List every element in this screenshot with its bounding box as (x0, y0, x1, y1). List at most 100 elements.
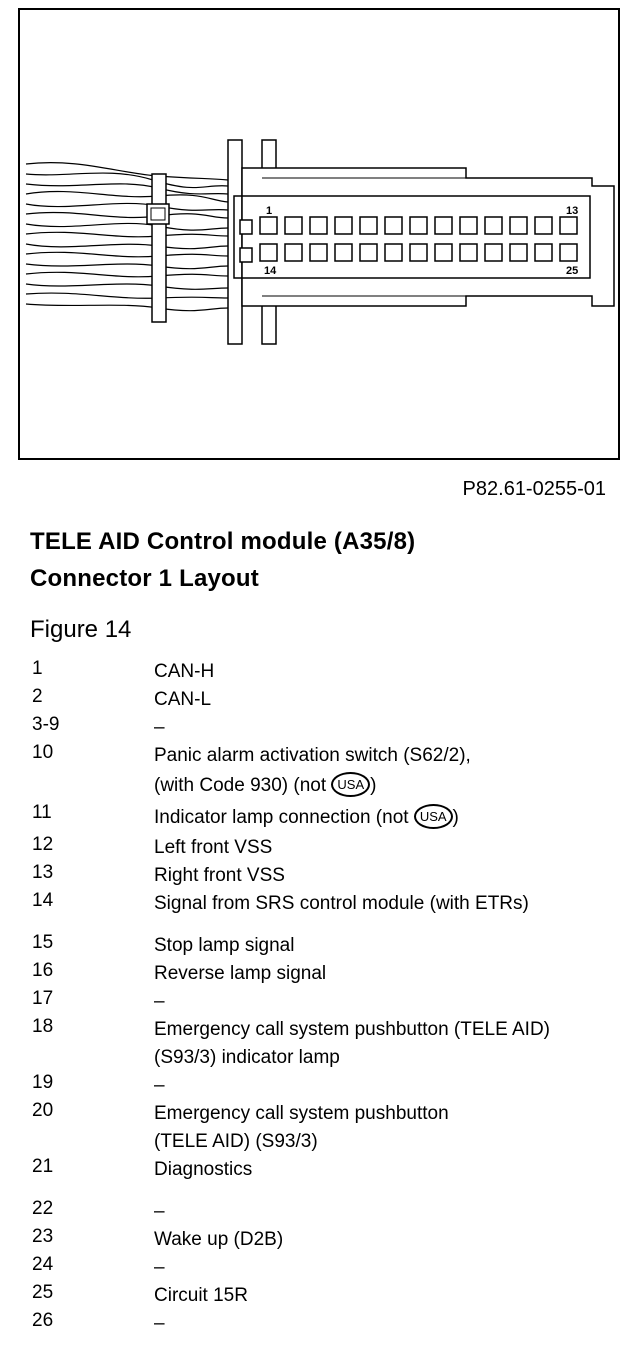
usa-badge: USA (331, 772, 371, 797)
pin-number: 11 (32, 802, 52, 823)
pin-label-13: 13 (566, 205, 578, 217)
pin-description: – (154, 1201, 165, 1222)
pin-description: (S93/3) indicator lamp (154, 1047, 340, 1068)
pin-row: 26 – (32, 1310, 622, 1338)
pin-description: CAN-H (154, 661, 215, 682)
module-title: TELE AID Control module (A35/8) (30, 528, 416, 555)
pin-cavity (334, 216, 353, 235)
pin-cavity (434, 243, 453, 262)
pin-cavity (559, 243, 578, 262)
pin-row: 18 Emergency call system pushbutton (TELE… (32, 1016, 622, 1072)
pin-cavity (409, 243, 428, 262)
pin-description: (TELE AID) (S93/3) (154, 1131, 318, 1152)
pin-row: 11 Indicator lamp connection (not USA) (32, 802, 622, 834)
pin-row: 16 Reverse lamp signal (32, 960, 622, 988)
usa-badge: USA (413, 804, 453, 829)
pin-description: Wake up (D2B) (154, 1229, 284, 1250)
pin-cavity (409, 216, 428, 235)
pin-number: 12 (32, 834, 54, 855)
pin-row: 10 Panic alarm activation switch (S62/2),… (32, 742, 622, 802)
pin-cavity (284, 216, 303, 235)
pin-row: 24 – (32, 1254, 622, 1282)
pin-description: Reverse lamp signal (154, 963, 327, 984)
edge-cavity (239, 247, 253, 263)
pin-number: 14 (32, 890, 54, 911)
pin-number: 16 (32, 960, 54, 981)
pin-row: 14 Signal from SRS control module (with E… (32, 890, 622, 918)
pin-row: 23 Wake up (D2B) (32, 1226, 622, 1254)
pin-cavity (459, 243, 478, 262)
pin-cavity (334, 243, 353, 262)
pin-row: 12 Left front VSS (32, 834, 622, 862)
pin-description: Signal from SRS control module (with ETR… (154, 893, 529, 914)
pin-row: 17– (32, 988, 622, 1016)
pin-cavity (259, 243, 278, 262)
pin-row: 22– (32, 1198, 622, 1226)
cable-tie-lock (146, 203, 170, 225)
pin-label-1: 1 (266, 205, 272, 217)
pin-row: 19 – (32, 1072, 622, 1100)
connector-layout-title: Connector 1 Layout (30, 565, 259, 592)
pin-assignment-table: 1 CAN-H 2 CAN-L 3-9 – 10 Panic alarm activation… (32, 658, 622, 1338)
pin-cavity (434, 216, 453, 235)
pin-cavity (534, 243, 553, 262)
pin-number: 19 (32, 1072, 54, 1093)
pin-cavity (509, 216, 528, 235)
pin-cavity (484, 216, 503, 235)
pin-row: 2 CAN-L (32, 686, 622, 714)
pin-cavity (459, 216, 478, 235)
pin-description: Indicator lamp connection (not USA) (154, 802, 622, 834)
pin-number: 1 (32, 658, 43, 679)
pin-description: – (154, 717, 165, 738)
pin-description: – (154, 991, 165, 1012)
description-text-end: ) (370, 775, 377, 796)
pin-description: Stop lamp signal (154, 935, 295, 956)
pin-description: Right front VSS (154, 865, 285, 886)
pin-cavity (259, 216, 278, 235)
pin-cavity (309, 243, 328, 262)
pin-number: 15 (32, 932, 54, 953)
pin-description: Panic alarm activation switch (S62/2), (154, 745, 471, 766)
pin-row: 3-9 – (32, 714, 622, 742)
pin-cavity (509, 243, 528, 262)
pin-number: 10 (32, 742, 54, 763)
pin-cavity (359, 243, 378, 262)
pin-row: 20 Emergency call system pushbutton (TELE … (32, 1100, 622, 1156)
connector-drawing: 1 13 14 25 (18, 8, 620, 460)
pin-description: – (154, 1075, 165, 1096)
pin-number: 13 (32, 862, 54, 883)
pin-row: 15 Stop lamp signal (32, 932, 622, 960)
pin-number: 18 (32, 1016, 54, 1037)
pin-number: 2 (32, 686, 43, 707)
description-text: Indicator lamp connection (not (154, 807, 414, 828)
pin-description: Emergency call system pushbutton (154, 1103, 449, 1124)
pin-label-25: 25 (566, 265, 578, 277)
connector-housing (241, 167, 615, 307)
description-text: (with Code 930) (not (154, 775, 332, 796)
pin-cavity (359, 216, 378, 235)
pin-description: Left front VSS (154, 837, 273, 858)
pin-number: 24 (32, 1254, 54, 1275)
pin-number: 26 (32, 1310, 54, 1331)
pin-number: 20 (32, 1100, 54, 1121)
locking-tab-left (227, 139, 243, 345)
pin-number: 25 (32, 1282, 54, 1303)
pin-description: (with Code 930) (not USA) (154, 770, 622, 802)
pin-cavity (384, 216, 403, 235)
pin-row: 13 Right front VSS (32, 862, 622, 890)
pin-cavity (309, 216, 328, 235)
edge-cavity (239, 219, 253, 235)
pin-number: 3-9 (32, 714, 60, 735)
connector-figure: 1 13 14 25 (18, 8, 620, 460)
pin-description: CAN-L (154, 689, 212, 710)
pin-cavity (284, 243, 303, 262)
pin-number: 23 (32, 1226, 54, 1247)
pin-number: 21 (32, 1156, 54, 1177)
pin-cavity (534, 216, 553, 235)
pin-description: – (154, 1257, 165, 1278)
pin-cavity (384, 243, 403, 262)
pin-description: – (154, 1313, 165, 1334)
description-text-end: ) (452, 807, 459, 828)
pin-description: Emergency call system pushbutton (TELE A… (154, 1019, 550, 1040)
